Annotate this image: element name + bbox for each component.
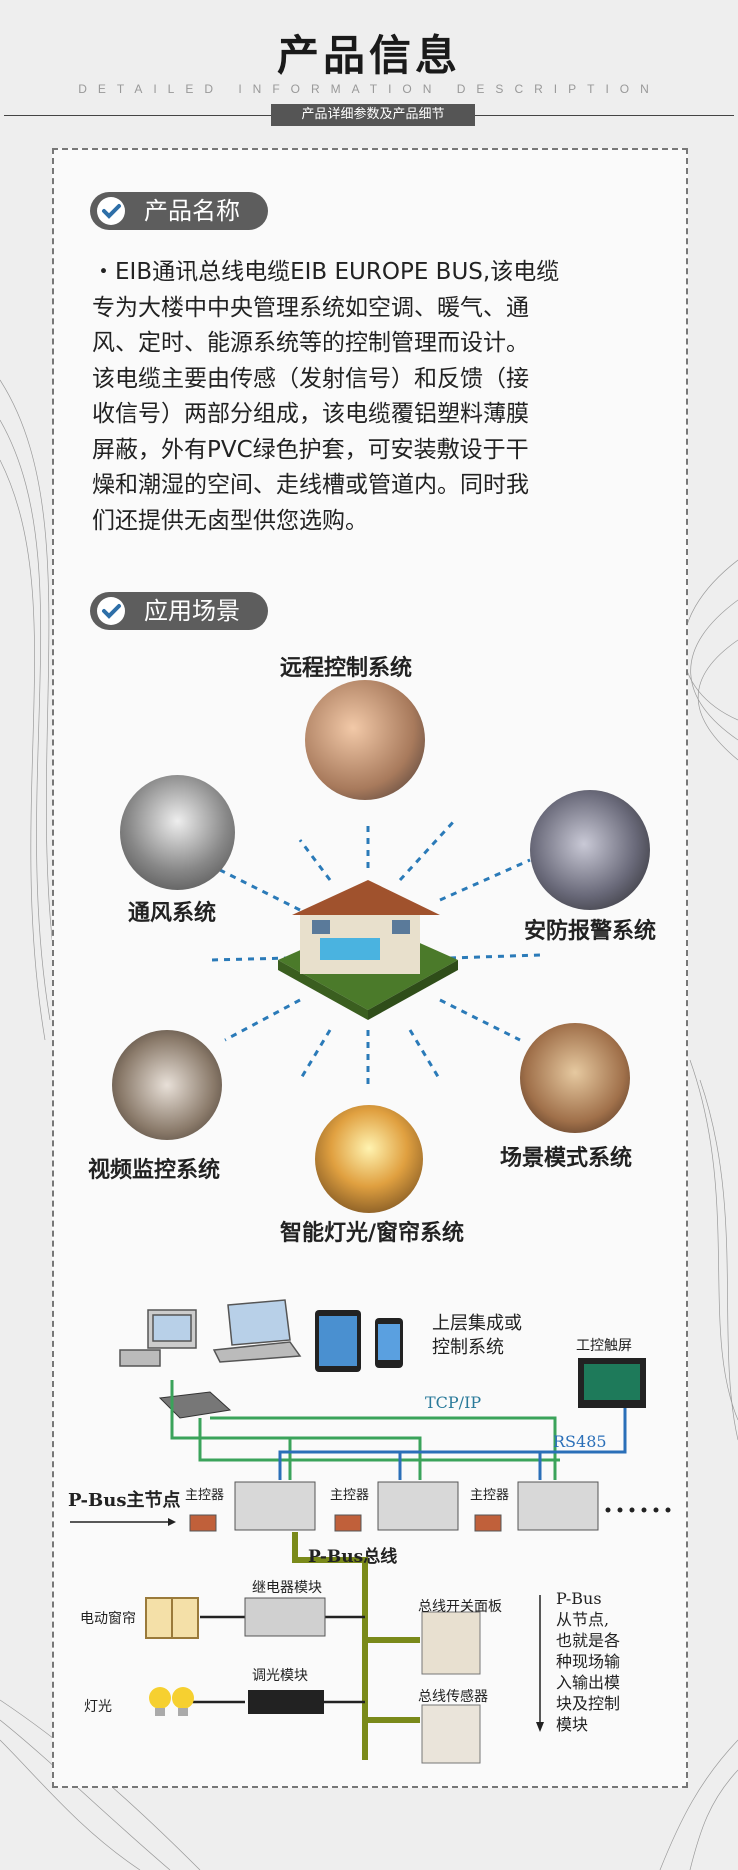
security-image	[530, 790, 650, 910]
switch-panel-label: 总线开关面板	[418, 1599, 502, 1615]
slave-line: 块及控制	[556, 1694, 621, 1713]
phone-icon	[375, 1318, 403, 1368]
desktop-computer-icon	[119, 1309, 197, 1367]
laptop-icon	[212, 1299, 302, 1363]
light-bulb-icon	[149, 1687, 194, 1716]
touchscreen-label: 工控触屏	[576, 1338, 632, 1354]
page-subtitle: DETAILED INFORMATION DESCRIPTION	[78, 82, 660, 96]
app-label-remote: 远程控制系统	[280, 656, 413, 681]
remote-control-image	[305, 680, 425, 800]
header-tagline: 产品详细参数及产品细节	[271, 104, 475, 126]
app-label-security: 安防报警系统	[524, 919, 657, 944]
dimmer-module-label: 调光模块	[252, 1668, 308, 1684]
light-label: 灯光	[84, 1699, 112, 1715]
section-heading-label: 应用场景	[144, 597, 240, 625]
scene-mode-image	[520, 1023, 630, 1133]
controller-module-icon	[189, 1481, 599, 1532]
smart-house-icon	[278, 880, 458, 1020]
rs485-label: RS485	[553, 1432, 607, 1451]
tablet-icon	[315, 1310, 361, 1372]
switch-panel-icon	[421, 1611, 481, 1675]
description-line: ・EIB通讯总线电缆EIB EUROPE BUS,该电缆	[92, 259, 560, 285]
slave-line: 模块	[556, 1715, 589, 1734]
slave-node-description: P-Bus 从节点, 也就是各 种现场输 入输出模 块及控制 模块	[556, 1588, 620, 1735]
controller-label: 主控器	[470, 1488, 510, 1503]
pbus-line-label: P-Bus总线	[308, 1547, 398, 1567]
app-label-ventilation: 通风系统	[128, 901, 217, 926]
app-label-scene: 场景模式系统	[500, 1146, 633, 1171]
relay-module-label: 继电器模块	[252, 1580, 322, 1596]
touchscreen-icon	[578, 1358, 646, 1408]
dimmer-module-icon	[248, 1690, 324, 1714]
section-heading-product-name: 产品名称	[90, 192, 268, 230]
description-line: 该电缆主要由传感（发射信号）和反馈（接	[92, 365, 529, 392]
slave-line: 种现场输	[556, 1652, 621, 1671]
description-line: 燥和潮湿的空间、走线槽或管道内。同时我	[92, 472, 529, 498]
check-icon	[97, 597, 125, 625]
controller-label: 主控器	[330, 1488, 370, 1503]
product-description: ・EIB通讯总线电缆EIB EUROPE BUS,该电缆 专为大楼中中央管理系统…	[92, 255, 612, 539]
app-label-lighting: 智能灯光/窗帘系统	[280, 1221, 465, 1246]
slave-line: 也就是各	[556, 1631, 621, 1650]
relay-module-icon	[244, 1597, 326, 1637]
section-heading-applications: 应用场景	[90, 592, 268, 630]
description-line: 收信号）两部分组成，该电缆覆铝塑料薄膜	[92, 401, 529, 427]
lighting-image	[315, 1105, 423, 1213]
description-line: 专为大楼中中央管理系统如空调、暖气、通	[92, 294, 529, 321]
section-heading-label: 产品名称	[144, 197, 240, 225]
sensor-icon	[421, 1704, 481, 1764]
ventilation-image	[120, 775, 235, 890]
pbus-master-label: P-Bus主节点	[68, 1490, 181, 1511]
description-line: 风、定时、能源系统等的控制管理而设计。	[92, 330, 529, 356]
sensor-label: 总线传感器	[418, 1689, 488, 1705]
description-line: 屏蔽，外有PVC绿色护套，可安装敷设于干	[92, 436, 529, 463]
controller-label: 主控器	[185, 1488, 225, 1503]
check-icon	[97, 197, 125, 225]
slave-line: 入输出模	[556, 1673, 621, 1692]
slave-title: P-Bus	[556, 1589, 602, 1608]
page-title: 产品信息	[276, 31, 461, 80]
app-label-video: 视频监控系统	[88, 1158, 221, 1183]
upper-system-label: 上层集成或 控制系统	[432, 1313, 522, 1358]
curtain-label: 电动窗帘	[80, 1611, 136, 1627]
curtain-window-icon	[145, 1597, 199, 1639]
slave-line: 从节点,	[556, 1610, 610, 1629]
video-surveillance-image	[112, 1030, 222, 1140]
tcpip-label: TCP/IP	[425, 1393, 482, 1412]
description-line: 们还提供无卤型供您选购。	[92, 507, 368, 534]
